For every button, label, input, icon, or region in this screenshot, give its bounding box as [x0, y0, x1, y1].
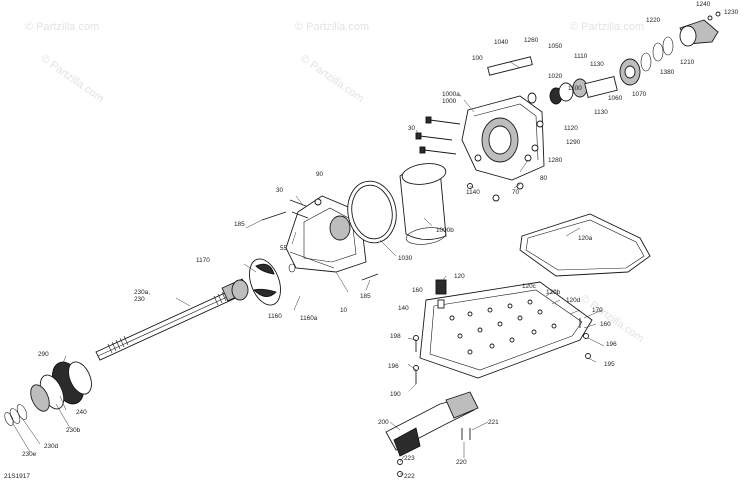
- callout-1110: 1110: [574, 53, 588, 60]
- impeller-cap-part[interactable]: [679, 19, 719, 47]
- callout-30-right: 30: [408, 125, 416, 132]
- callout-55: 55: [280, 245, 288, 252]
- callout-1170: 1170: [196, 257, 210, 264]
- shaft-bearings-part[interactable]: [487, 36, 674, 105]
- callout-195: 195: [604, 361, 615, 368]
- pump-housing-part[interactable]: [285, 195, 367, 273]
- watermark-top-left: © Partzilla.com: [25, 21, 99, 33]
- callout-120a: 120a: [578, 235, 593, 242]
- callout-1380: 1380: [660, 69, 675, 76]
- callout-1160: 1160: [268, 313, 282, 320]
- callout-230d: 230d: [44, 443, 59, 450]
- callout-1160a: 1160a: [300, 315, 318, 322]
- callout-198: 198: [390, 333, 401, 340]
- callout-240: 240: [76, 409, 87, 416]
- intake-grate-part[interactable]: [385, 391, 479, 457]
- callout-1070: 1070: [632, 91, 647, 98]
- drive-shaft-part[interactable]: [95, 278, 249, 361]
- callout-230b: 230b: [66, 427, 81, 434]
- callout-230e: 230e: [22, 451, 37, 458]
- callout-160-left: 160: [412, 287, 423, 294]
- callout-10: 10: [340, 307, 348, 314]
- callout-223: 223: [404, 455, 415, 462]
- watermark-top-center: © Partzilla.com: [295, 21, 369, 33]
- ride-plate-part[interactable]: [419, 279, 593, 379]
- bolts-30-part[interactable]: [289, 116, 461, 219]
- callout-100: 100: [472, 55, 483, 62]
- wear-sleeve-part[interactable]: [399, 161, 447, 247]
- impeller-part[interactable]: [231, 255, 296, 310]
- small-fasteners-part[interactable]: [467, 11, 721, 202]
- diagram-code: 21S1917: [4, 473, 30, 480]
- callout-120: 120: [454, 273, 465, 280]
- ride-plate-hardware-part[interactable]: [397, 318, 591, 477]
- callout-1130-bottom: 1130: [594, 109, 608, 116]
- callout-1050: 1050: [548, 43, 563, 50]
- callout-196-right: 196: [606, 341, 617, 348]
- callout-120c: 120c: [522, 283, 537, 290]
- callout-1240: 1240: [696, 1, 711, 8]
- callout-1020: 1020: [548, 73, 563, 80]
- seal-ring-part[interactable]: [343, 177, 401, 246]
- callout-200: 200: [378, 419, 389, 426]
- callout-1100: 1100: [568, 85, 582, 92]
- callout-1140: 1140: [466, 189, 480, 196]
- callout-185-top: 185: [234, 221, 245, 228]
- callout-1040: 1040: [494, 39, 509, 46]
- callout-140: 140: [398, 305, 409, 312]
- callout-1280: 1280: [548, 157, 563, 164]
- callout-170: 170: [592, 307, 603, 314]
- watermark-diag-2: © Partzilla.com: [298, 53, 366, 105]
- callout-labels: 10 30 30 55 70 80 90 100 120 120a 120b 1…: [22, 1, 739, 480]
- callout-1060: 1060: [608, 95, 623, 102]
- callout-221: 221: [488, 419, 499, 426]
- pin-185-part[interactable]: [261, 211, 379, 281]
- callout-190: 190: [390, 391, 401, 398]
- callout-1220: 1220: [646, 17, 661, 24]
- callout-80: 80: [540, 175, 548, 182]
- watermark-diag-1: © Partzilla.com: [38, 53, 106, 105]
- callout-1000a: 1000a,: [442, 91, 462, 98]
- ride-plate-gasket-part[interactable]: [519, 213, 651, 277]
- callout-30-left: 30: [276, 187, 284, 194]
- callout-220: 220: [456, 459, 467, 466]
- callout-222: 222: [404, 473, 415, 480]
- coupler-boot-part[interactable]: [27, 357, 96, 414]
- leader-lines: [11, 61, 605, 475]
- jet-pump-housing-part[interactable]: [461, 95, 545, 181]
- callout-1290: 1290: [566, 139, 581, 146]
- callout-230: 230: [134, 296, 145, 303]
- callout-1260: 1260: [524, 37, 539, 44]
- callout-1030: 1030: [398, 255, 413, 262]
- callout-90: 90: [316, 171, 324, 178]
- callout-1230: 1230: [724, 9, 739, 16]
- callout-1000b: 1000b: [436, 227, 454, 234]
- callout-120b: 120b: [546, 289, 561, 296]
- shaft-rings-part[interactable]: [3, 403, 29, 427]
- callout-70: 70: [512, 189, 520, 196]
- callout-1130-top: 1130: [590, 61, 604, 68]
- callout-1000: 1000: [442, 98, 457, 105]
- callout-1210: 1210: [680, 59, 695, 66]
- callout-185-bottom: 185: [360, 293, 371, 300]
- callout-160-right: 160: [600, 321, 611, 328]
- watermark-top-right: © Partzilla.com: [570, 21, 644, 33]
- callout-230a: 230a,: [134, 289, 150, 296]
- callout-120d: 120d: [566, 297, 581, 304]
- callout-196-left: 196: [388, 363, 399, 370]
- callout-290: 290: [38, 351, 49, 358]
- callout-1120: 1120: [564, 125, 578, 132]
